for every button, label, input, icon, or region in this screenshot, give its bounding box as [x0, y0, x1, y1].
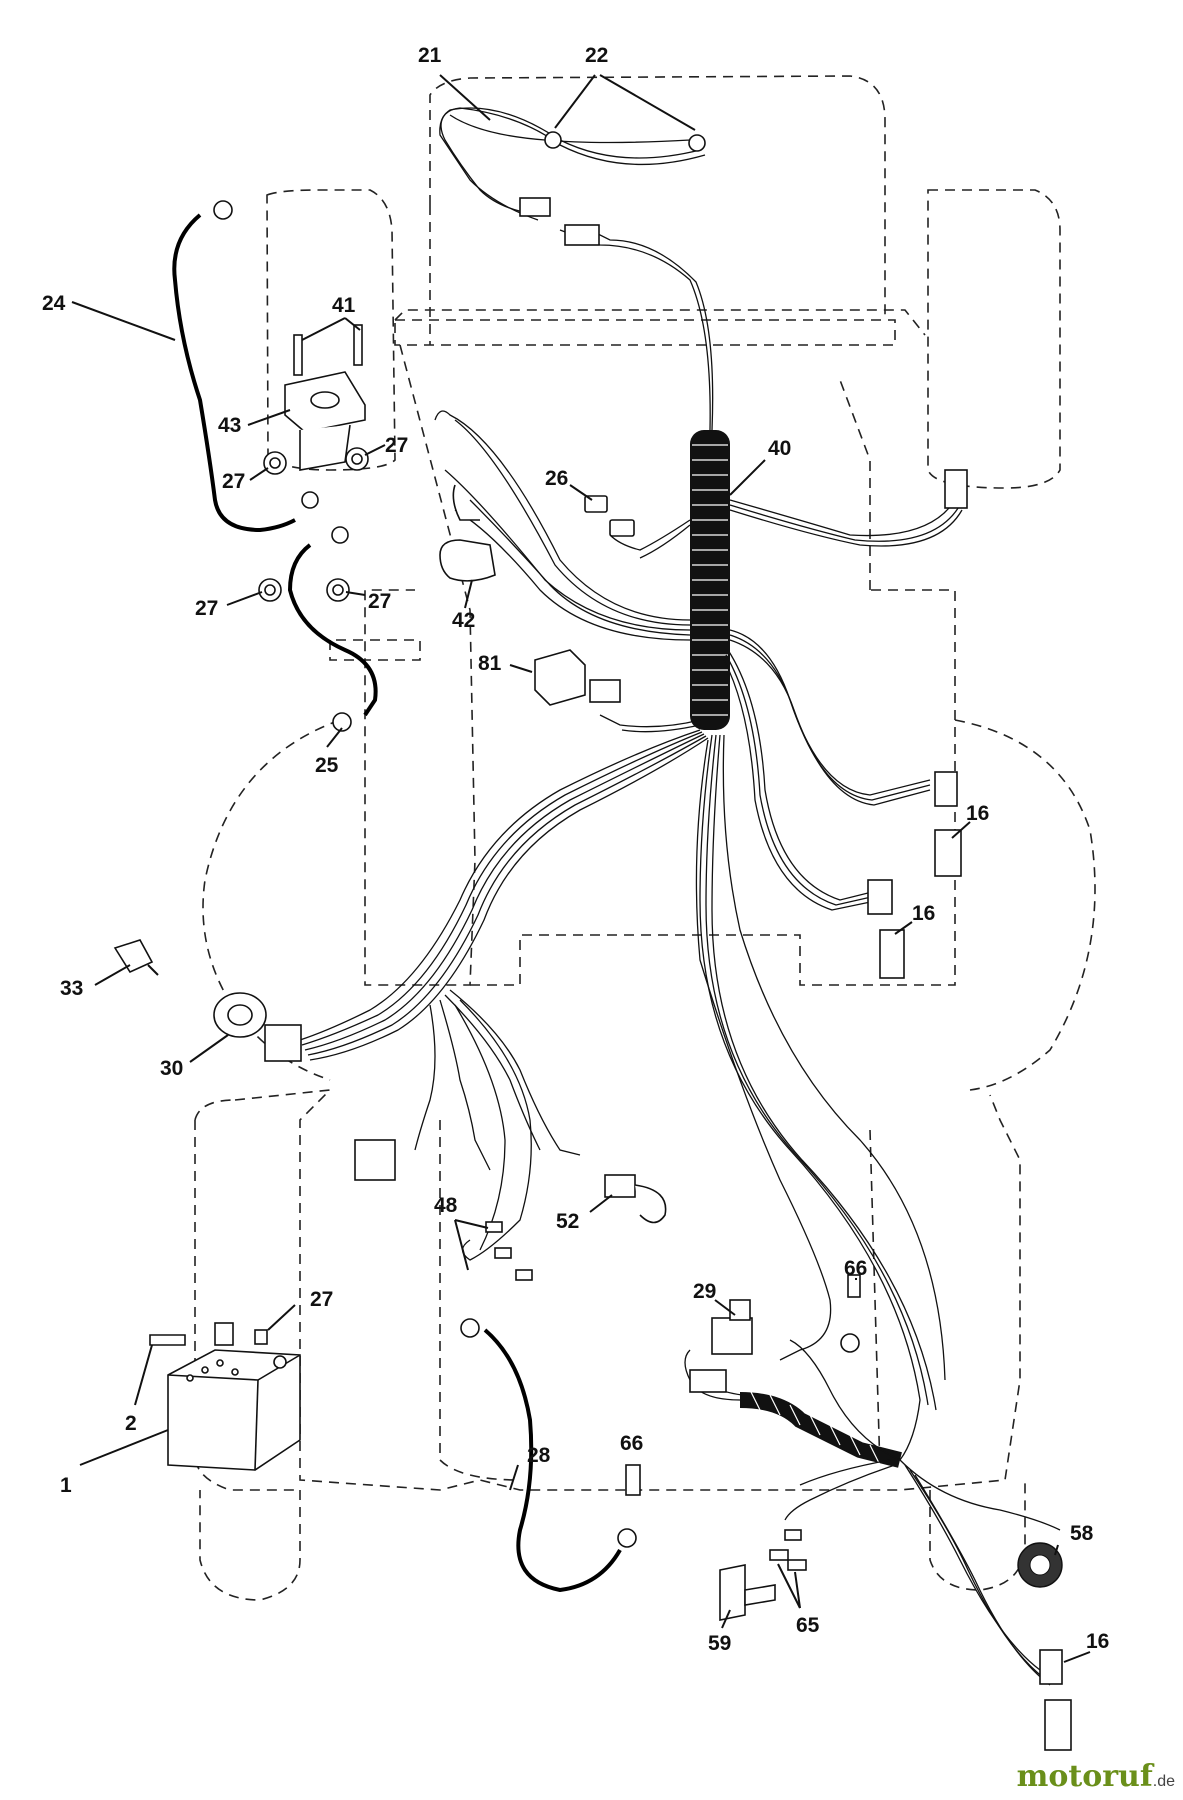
- nut-27: [254, 1329, 268, 1345]
- callout-27-e: 27: [310, 1288, 333, 1311]
- battery-1: [167, 1349, 301, 1471]
- connector-48: [515, 1269, 533, 1281]
- switch-16: [934, 771, 962, 877]
- parts: [113, 131, 1072, 1751]
- ignition-switch-30: [213, 992, 302, 1062]
- ring-terminal: [840, 1333, 860, 1353]
- headlight-bulb: [544, 131, 562, 149]
- ring-terminal: [460, 1318, 480, 1338]
- callout-42: 42: [452, 609, 475, 632]
- solenoid-43: [284, 371, 366, 544]
- ring-terminal: [213, 200, 233, 220]
- callout-66-a: 66: [844, 1257, 867, 1280]
- watermark-tld: .de: [1152, 1773, 1175, 1790]
- connector: [784, 1529, 802, 1541]
- callout-22: 22: [585, 44, 608, 67]
- connector: [519, 197, 551, 217]
- cable-25: [287, 543, 378, 717]
- callout-48: 48: [434, 1194, 458, 1217]
- headlight-bulb: [688, 134, 706, 152]
- callout-43: 43: [218, 414, 241, 437]
- fuse-holder-26: [609, 519, 635, 537]
- callout-29: 29: [693, 1280, 716, 1303]
- watermark-brand: motoruf: [1016, 1759, 1153, 1794]
- harness-conduit: [690, 430, 902, 1468]
- ring-terminal: [617, 1528, 637, 1548]
- nut-27: [258, 578, 282, 602]
- callout-28: 28: [527, 1444, 551, 1467]
- callout-21: 21: [418, 44, 442, 67]
- callout-59: 59: [708, 1632, 731, 1655]
- callout-30: 30: [160, 1057, 183, 1080]
- callout-27-b: 27: [222, 470, 245, 493]
- callout-27-d: 27: [368, 590, 391, 613]
- connector-48: [485, 1221, 503, 1233]
- callout-2: 2: [125, 1412, 137, 1435]
- nut-27: [345, 447, 369, 471]
- nut-27: [326, 578, 350, 602]
- reverse-switch-58: [1017, 1542, 1063, 1588]
- connector: [944, 469, 968, 509]
- switch-16: [1039, 1649, 1072, 1751]
- sensor-29: [689, 1299, 753, 1393]
- bolt-41: [293, 334, 303, 376]
- callout-16-a: 16: [966, 802, 989, 825]
- harness-wires: [299, 107, 1061, 1686]
- callout-65: 65: [796, 1614, 820, 1637]
- callout-24: 24: [42, 292, 66, 315]
- cables: [172, 213, 622, 1593]
- callout-66-b: 66: [620, 1432, 643, 1455]
- connector: [354, 1139, 396, 1181]
- watermark-logo: motoruf.de: [1017, 1759, 1175, 1794]
- key-33: [113, 939, 159, 976]
- connector: [564, 224, 600, 246]
- callout-58: 58: [1070, 1522, 1094, 1545]
- connector-52: [604, 1174, 636, 1198]
- callout-41: 41: [332, 294, 356, 317]
- boot-42: [439, 539, 496, 582]
- callout-27-a: 27: [385, 434, 408, 457]
- switch-16: [867, 879, 905, 979]
- callout-25: 25: [315, 754, 339, 777]
- callout-27-c: 27: [195, 597, 218, 620]
- callout-81: 81: [478, 652, 502, 675]
- bolt-66: [625, 1464, 641, 1496]
- callout-33: 33: [60, 977, 83, 1000]
- callout-40: 40: [768, 437, 791, 460]
- callout-52: 52: [556, 1210, 579, 1233]
- callout-16-b: 16: [912, 902, 935, 925]
- terminal-65: [769, 1549, 789, 1561]
- nut-27: [263, 451, 287, 475]
- relay-81: [534, 649, 621, 706]
- callouts: 21 22 24 41 43 27 27 27 27 40 26 42 81 2…: [42, 44, 1109, 1655]
- cable-24: [172, 213, 296, 533]
- clamp: [214, 1322, 234, 1346]
- callout-16-c: 16: [1086, 1630, 1109, 1653]
- callout-26: 26: [545, 467, 568, 490]
- cable-28: [483, 1328, 622, 1593]
- bolt-2: [149, 1334, 186, 1346]
- bolt-66: [847, 1274, 861, 1298]
- leader-lines: [71, 74, 1091, 1663]
- connector-48: [494, 1247, 512, 1259]
- terminal-65: [787, 1559, 807, 1571]
- ring-terminal: [332, 712, 352, 732]
- switch-59: [719, 1564, 776, 1621]
- callout-1: 1: [60, 1474, 72, 1497]
- bolt-41: [353, 324, 363, 366]
